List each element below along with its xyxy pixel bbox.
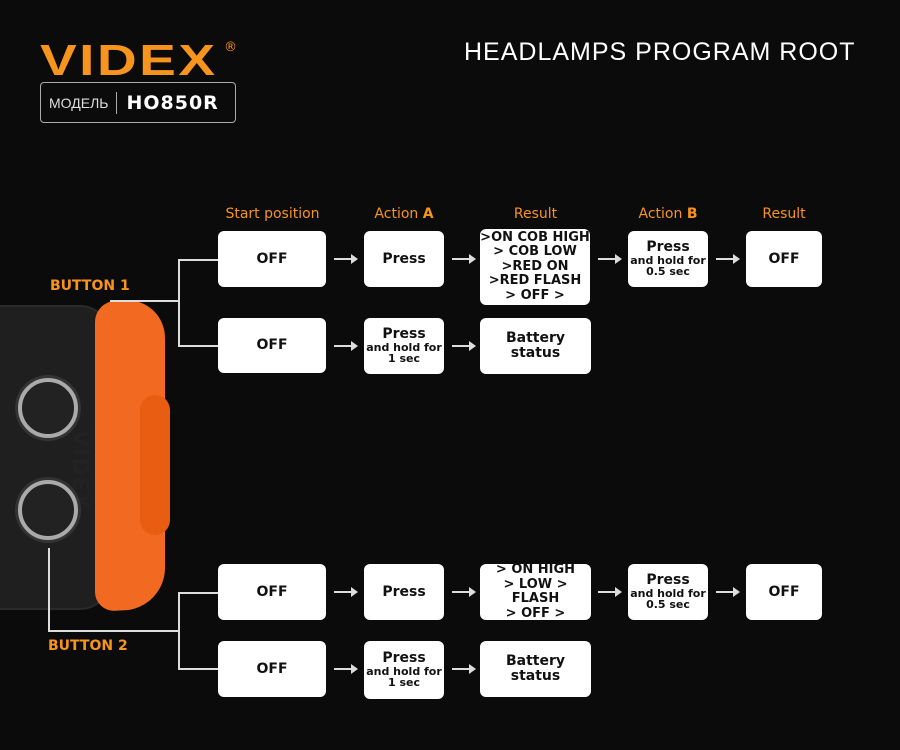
- b2-start-box: OFF: [218, 564, 326, 620]
- action-sub: and hold for: [366, 664, 442, 678]
- button-2-label: BUTTON 2: [48, 638, 128, 654]
- header-action-b-text: Action: [638, 206, 687, 222]
- b1-row2-action-box: Press and hold for 1 sec: [364, 318, 444, 374]
- videx-logo: VIDEX: [40, 36, 218, 85]
- connector: [48, 630, 178, 632]
- mode-item: > LOW > FLASH: [503, 576, 568, 606]
- b2-row2-action-box: Press and hold for 1 sec: [364, 641, 444, 699]
- mode-item: >ON COB HIGH: [480, 229, 590, 245]
- mode-item: > ON HIGH: [495, 562, 576, 577]
- model-badge: МОДЕЛЬ HO850R: [40, 82, 236, 123]
- headlamp-lens: [140, 395, 170, 535]
- b1-result2-box: OFF: [746, 231, 822, 287]
- page-title: HEADLAMPS PROGRAM ROOT: [464, 38, 856, 66]
- arrow-icon: [452, 664, 476, 674]
- arrow-icon: [716, 587, 740, 597]
- arrow-icon: [334, 254, 358, 264]
- mode-item: >RED FLASH: [488, 273, 582, 289]
- battery-text: status: [510, 345, 561, 361]
- header-action-a: Action A: [354, 206, 454, 222]
- header-action-a-text: Action: [374, 206, 423, 222]
- headlamp-body: [0, 305, 110, 610]
- connector: [178, 592, 218, 594]
- action-sub: and hold for: [630, 253, 706, 267]
- connector: [178, 259, 180, 346]
- b2-battery-box: Battery status: [480, 641, 591, 697]
- arrow-icon: [598, 587, 622, 597]
- action-sub: 0.5 sec: [646, 265, 690, 279]
- arrow-icon: [452, 341, 476, 351]
- arrow-icon: [598, 254, 622, 264]
- action-main: Press: [646, 239, 690, 256]
- connector: [178, 592, 180, 670]
- connector: [48, 548, 50, 632]
- b1-row2-start-box: OFF: [218, 318, 326, 373]
- b1-action-a-box: Press: [364, 231, 444, 287]
- arrow-icon: [334, 587, 358, 597]
- b1-action-b-box: Press and hold for 0.5 sec: [628, 231, 708, 287]
- arrow-icon: [452, 587, 476, 597]
- action-main: Press: [382, 326, 426, 343]
- button-1-label: BUTTON 1: [50, 278, 130, 294]
- b1-battery-box: Battery status: [480, 318, 591, 374]
- b2-result-box: > ON HIGH > LOW > FLASH > OFF >: [480, 562, 591, 621]
- b2-action-b-box: Press and hold for 0.5 sec: [628, 564, 708, 620]
- button-2-graphic: [18, 480, 78, 540]
- arrow-icon: [716, 254, 740, 264]
- header-start-position: Start position: [225, 206, 320, 222]
- header-result-2: Result: [762, 206, 806, 222]
- mode-item: > OFF >: [505, 605, 566, 621]
- header-action-a-key: A: [422, 206, 434, 222]
- header-result-1: Result: [513, 206, 558, 222]
- mode-item: > OFF >: [505, 287, 565, 303]
- action-main: Press: [646, 572, 690, 589]
- model-value: HO850R: [126, 91, 219, 114]
- header-action-b-key: B: [686, 206, 698, 222]
- b2-row2-start-box: OFF: [218, 641, 326, 697]
- arrow-icon: [452, 254, 476, 264]
- action-sub: 1 sec: [387, 676, 420, 690]
- arrow-icon: [334, 664, 358, 674]
- action-sub: 0.5 sec: [646, 598, 690, 612]
- b2-result2-box: OFF: [746, 564, 822, 620]
- battery-text: Battery: [505, 330, 566, 347]
- header-action-b: Action B: [618, 206, 718, 222]
- button-1-graphic: [18, 378, 78, 438]
- action-sub: 1 sec: [387, 352, 420, 366]
- connector: [178, 345, 218, 347]
- connector: [110, 300, 178, 302]
- b1-result-box: >ON COB HIGH > COB LOW >RED ON >RED FLAS…: [480, 229, 590, 305]
- registered-mark: ®: [224, 40, 237, 55]
- b2-action-a-box: Press: [364, 564, 444, 620]
- battery-text: status: [510, 668, 561, 684]
- mode-item: > COB LOW: [493, 244, 577, 260]
- action-main: Press: [382, 650, 426, 667]
- mode-item: >RED ON: [501, 258, 569, 274]
- connector: [178, 259, 218, 261]
- model-label: МОДЕЛЬ: [49, 91, 118, 114]
- arrow-icon: [334, 341, 358, 351]
- action-sub: and hold for: [366, 340, 442, 354]
- action-sub: and hold for: [630, 586, 706, 600]
- battery-text: Battery: [505, 653, 566, 670]
- connector: [178, 668, 218, 670]
- b1-start-box: OFF: [218, 231, 326, 287]
